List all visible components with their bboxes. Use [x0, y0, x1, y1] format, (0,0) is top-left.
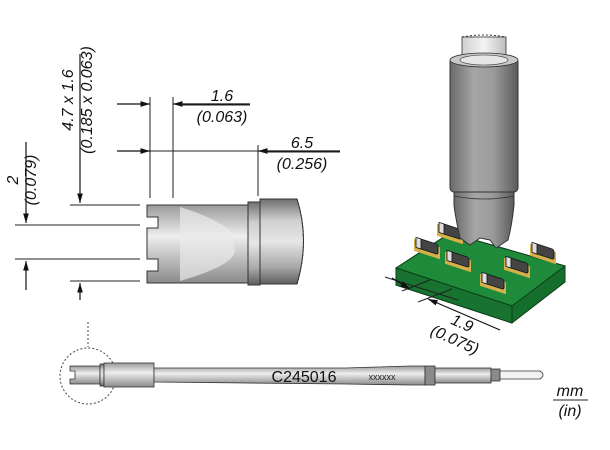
tip-3d [449, 34, 519, 249]
serial-placeholder: xxxxxx [369, 372, 397, 382]
part-number-label: C245016 [272, 369, 337, 386]
units-legend: mm (in) [553, 383, 588, 420]
dim-tip-length: 6.5 (0.256) [277, 135, 328, 173]
dim-text-in: (0.063) [197, 109, 248, 126]
dim-prong-length: 1.6 (0.063) [197, 88, 248, 126]
dim-text-mm: 6.5 [291, 135, 313, 152]
units-primary: mm [557, 383, 584, 400]
tip-profile [146, 198, 304, 286]
dim-pcb-pitch: 1.9 (0.075) [428, 312, 481, 359]
smd-components [414, 221, 556, 295]
tip-collar [247, 201, 261, 286]
dim-text-mm: 4.7 x 1.6 [60, 69, 77, 130]
dim-text-in: (0.185 x 0.063) [79, 46, 96, 154]
dimension-lines [15, 54, 340, 300]
dim-tip-size: 4.7 x 1.6 (0.185 x 0.063) [60, 46, 96, 154]
dim-slot-width: 2 (0.079) [5, 155, 40, 206]
units-secondary: (in) [558, 403, 581, 420]
dim-text-in: (0.256) [277, 156, 328, 173]
dim-text-mm: 2 [5, 175, 22, 185]
dim-text-mm: 1.6 [211, 88, 233, 105]
pcb-3d-view [384, 34, 567, 331]
tip-full-view: C245016 xxxxxx [59, 322, 544, 405]
dim-text-in: (0.079) [23, 155, 40, 206]
tip-body [259, 198, 304, 285]
